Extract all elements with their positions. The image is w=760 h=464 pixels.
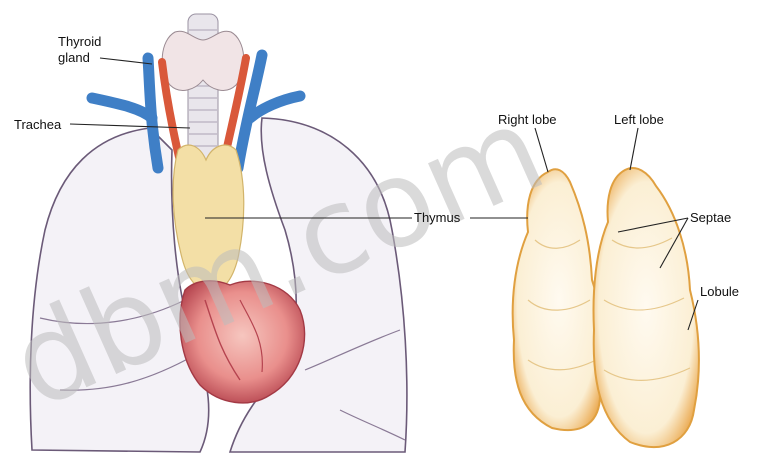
label-trachea: Trachea (14, 117, 62, 132)
label-thyroid-line1: Thyroid (58, 34, 101, 49)
label-lobule: Lobule (700, 284, 739, 299)
label-thyroid-line2: gland (58, 50, 90, 65)
label-thymus: Thymus (414, 210, 461, 225)
label-right-lobe: Right lobe (498, 112, 557, 127)
left-lobe (594, 168, 699, 447)
label-septae: Septae (690, 210, 731, 225)
label-left-lobe: Left lobe (614, 112, 664, 127)
